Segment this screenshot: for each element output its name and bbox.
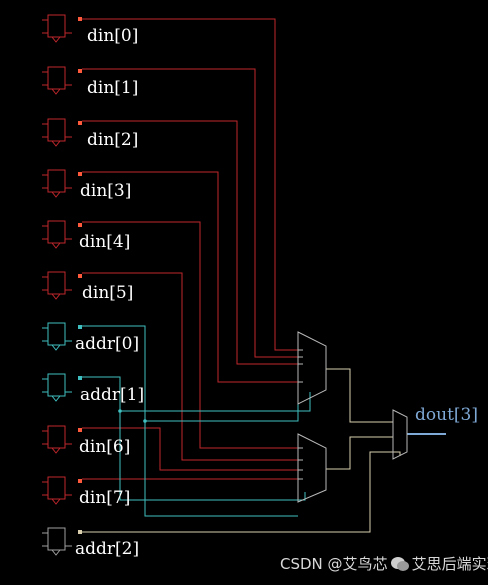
register-output-port — [78, 325, 82, 329]
register-output-port — [78, 69, 82, 73]
register-reset-pin — [51, 498, 61, 505]
register-reset-pin — [51, 549, 61, 556]
wire-addr2 — [82, 451, 401, 533]
watermark-suffix: 芯 — [372, 555, 388, 573]
register-output-port — [78, 223, 82, 227]
mux-lower[interactable] — [297, 433, 327, 503]
signal-label: din[1] — [87, 78, 138, 98]
junction-addr1 — [118, 409, 122, 413]
register-reset-pin — [51, 344, 61, 351]
register-cell-din3[interactable] — [42, 169, 82, 198]
wire-addr1-upper — [120, 392, 311, 412]
wire-din0 — [82, 18, 298, 351]
signal-label: din[3] — [80, 181, 131, 201]
wire-din2 — [82, 120, 298, 365]
register-cell-addr2[interactable] — [42, 527, 82, 556]
wire-din5 — [82, 272, 298, 461]
register-box — [47, 169, 66, 193]
mux-upper[interactable] — [297, 331, 327, 405]
register-box — [47, 66, 66, 90]
junction-addr0 — [143, 419, 147, 423]
register-box — [47, 476, 66, 500]
register-cells — [42, 14, 82, 556]
watermark-prefix: CSDN @艾 — [280, 555, 358, 573]
wire-din4 — [82, 221, 298, 449]
signal-labels: din[0] din[1] din[2] din[3] din[4] din[5] addr… — [75, 26, 144, 559]
register-cell-addr0[interactable] — [42, 322, 82, 351]
signal-label: din[2] — [87, 130, 138, 150]
register-cell-din0[interactable] — [42, 14, 82, 43]
register-box — [47, 322, 66, 346]
register-output-port — [78, 428, 82, 432]
watermark-mid: 鸟 — [357, 555, 373, 573]
output-label-dout3: dout[3] — [415, 405, 478, 425]
register-cell-addr1[interactable] — [42, 373, 82, 402]
register-output-port — [78, 17, 82, 21]
wire-addr0-upper — [145, 397, 299, 422]
register-reset-pin — [51, 191, 61, 198]
register-box — [47, 14, 66, 38]
register-reset-pin — [51, 242, 61, 249]
wire-din6 — [82, 427, 298, 471]
register-box — [47, 527, 66, 551]
register-cell-din6[interactable] — [42, 425, 82, 454]
signal-label: addr[1] — [80, 385, 144, 405]
register-cell-din4[interactable] — [42, 220, 82, 249]
register-output-port — [78, 274, 82, 278]
register-reset-pin — [51, 395, 61, 402]
register-output-port — [78, 121, 82, 125]
register-box — [47, 271, 66, 295]
signal-label: din[0] — [87, 26, 138, 46]
wire-mux-lower-out — [326, 436, 393, 470]
wire-mux-upper-out — [326, 368, 393, 423]
register-output-port — [78, 479, 82, 483]
register-cell-din5[interactable] — [42, 271, 82, 300]
register-cell-din2[interactable] — [42, 118, 82, 147]
register-box — [47, 425, 66, 449]
register-box — [47, 118, 66, 142]
signal-label: din[6] — [79, 437, 130, 457]
signal-label: din[5] — [82, 283, 133, 303]
multiplexers — [297, 331, 408, 503]
wire-din1 — [82, 68, 298, 358]
register-output-port — [78, 172, 82, 176]
signal-label: din[4] — [79, 232, 130, 252]
watermark-tail: 艾思后端实现 — [411, 555, 488, 573]
signal-label: addr[2] — [75, 539, 139, 559]
wire-addr1-lower — [82, 376, 306, 501]
mux-final[interactable] — [392, 409, 408, 460]
signal-label: din[7] — [79, 488, 130, 508]
register-reset-pin — [51, 140, 61, 147]
register-box — [47, 373, 66, 397]
register-reset-pin — [51, 293, 61, 300]
register-output-port — [78, 530, 82, 534]
wechat-logo-icon — [390, 556, 410, 572]
register-output-port — [78, 376, 82, 380]
watermark: CSDN @艾鸟芯 艾思后端实现 — [280, 553, 488, 574]
wire-din3 — [82, 171, 298, 383]
signal-label: addr[0] — [75, 334, 139, 354]
register-reset-pin — [51, 88, 61, 95]
register-box — [47, 220, 66, 244]
register-cell-din7[interactable] — [42, 476, 82, 505]
register-reset-pin — [51, 447, 61, 454]
register-cell-din1[interactable] — [42, 66, 82, 95]
register-reset-pin — [51, 36, 61, 43]
